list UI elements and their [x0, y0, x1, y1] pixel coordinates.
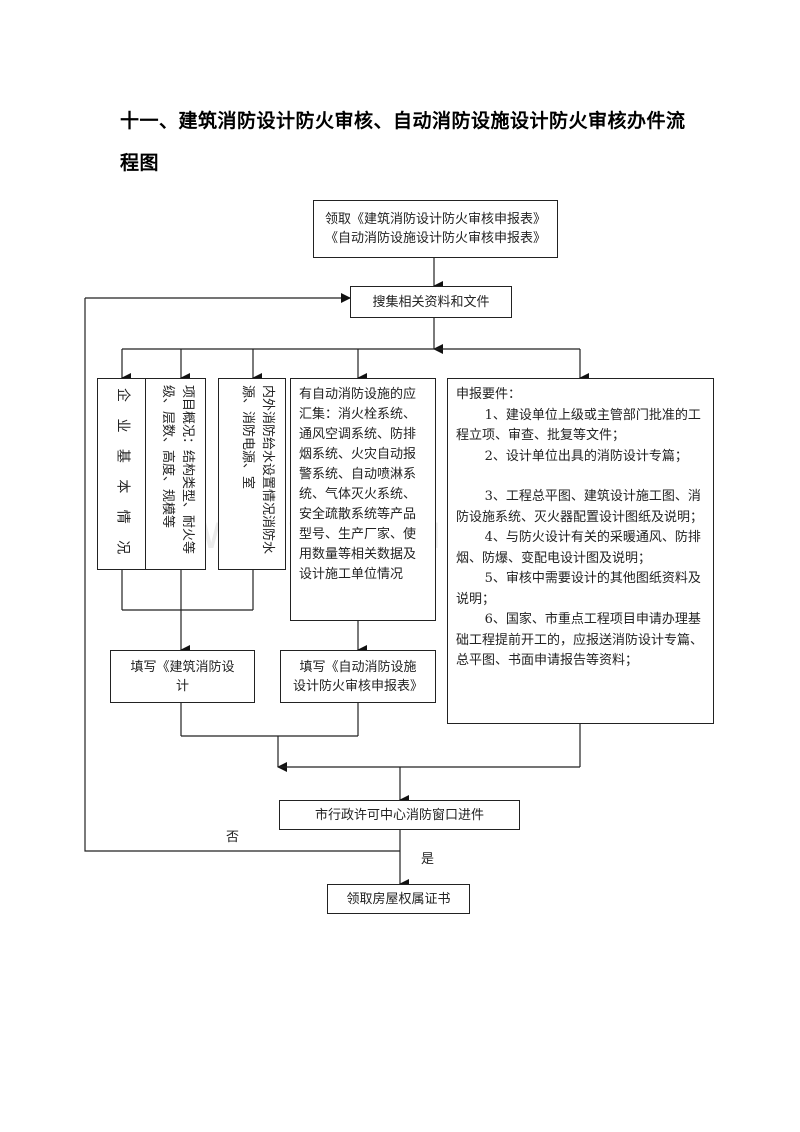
requirement-item-2: 2、设计单位出具的消防设计专篇； — [484, 448, 688, 464]
node-water-power: 内外消防给水设置情况消防水源、消防电源、室 — [218, 378, 286, 570]
node-requirements: 申报要件： 1、建设单位上级或主管部门批准的工程立项、审查、批复等文件； 2、设… — [447, 378, 714, 724]
requirement-item-4: 4、与防火设计有关的采暖通风、防排烟、防爆、变配电设计图及说明； — [456, 530, 701, 566]
node-enterprise-info: 企 业 基 本 情 况 — [97, 378, 147, 570]
page-title-line1: 十一、建筑消防设计防火审核、自动消防设施设计防火审核办件流 — [120, 110, 686, 132]
node-get-certificate: 领取房屋权属证书 — [327, 884, 470, 914]
node-fill-auto-line2: 设计防火审核申报表》 — [292, 678, 423, 694]
node-fill-building-line1: 填写《建筑消防设 — [130, 659, 235, 675]
node-project-overview: 项目概况：结构类型、耐火等级、层数、高度、规模等 — [145, 378, 206, 570]
requirements-heading: 申报要件： — [456, 387, 522, 402]
node-get-forms-line2: 《自动消防设施设计防火审核申报表》 — [324, 231, 546, 246]
node-fill-building: 填写《建筑消防设 计 — [110, 650, 255, 703]
node-fill-auto: 填写《自动消防设施 设计防火审核申报表》 — [280, 650, 436, 703]
requirement-item-5: 5、审核中需要设计的其他图纸资料及说明； — [456, 571, 701, 607]
requirement-item-3: 3、工程总平图、建筑设计施工图、消防设施系统、灭火器配置设计图纸及说明； — [456, 489, 704, 525]
node-get-forms: 领取《建筑消防设计防火审核申报表》 《自动消防设施设计防火审核申报表》 — [313, 200, 558, 258]
node-collect: 搜集相关资料和文件 — [350, 286, 512, 318]
requirement-item-1: 1、建设单位上级或主管部门批准的工程立项、审查、批复等文件； — [456, 407, 701, 444]
edge-label-no: 否 — [226, 830, 240, 845]
requirement-item-6: 6、国家、市重点工程项目申请办理基础工程提前开工的，应报送消防设计专篇、总平图、… — [456, 612, 704, 668]
node-fill-auto-line1: 填写《自动消防设施 — [299, 659, 417, 675]
node-auto-facilities: 有自动消防设施的应汇集：消火栓系统、通风空调系统、防排烟系统、火灾自动报警系统、… — [290, 378, 436, 621]
page-title-line2: 程图 — [120, 152, 160, 174]
edge-no-feedback — [84, 298, 400, 852]
node-get-forms-line1: 领取《建筑消防设计防火审核申报表》 — [324, 212, 546, 227]
node-fill-building-line2: 计 — [175, 678, 189, 694]
edge-label-yes: 是 — [421, 852, 435, 867]
node-window-submit: 市行政许可中心消防窗口进件 — [279, 800, 520, 830]
